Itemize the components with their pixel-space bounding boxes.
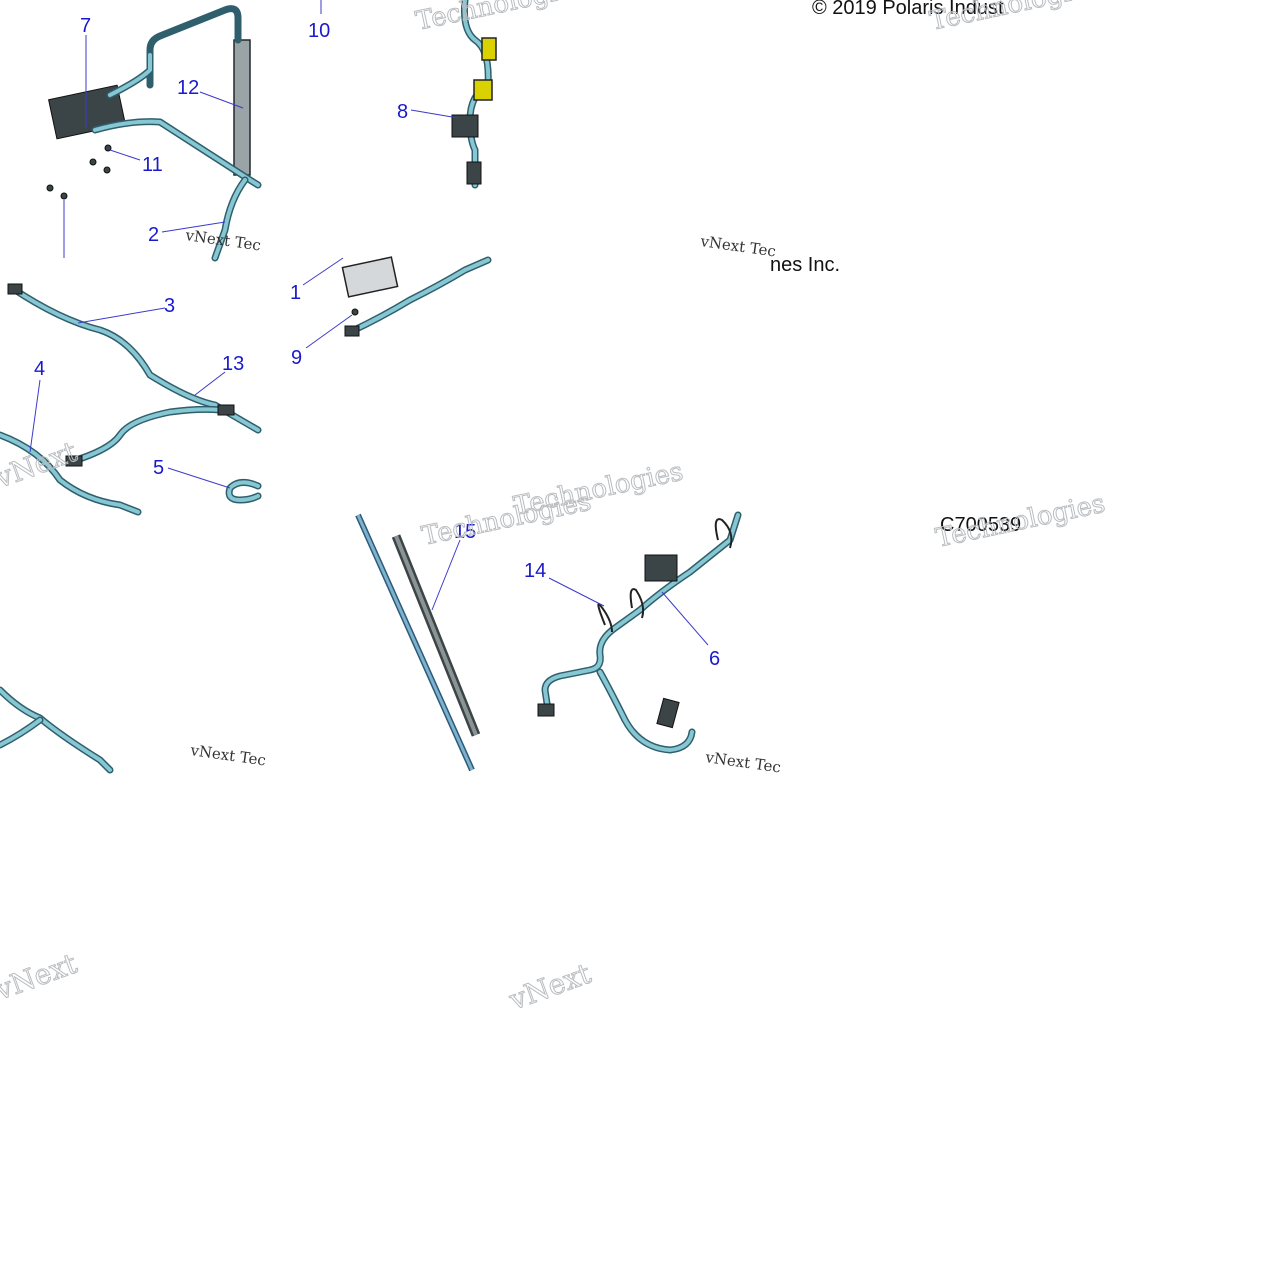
connector-part bbox=[217, 404, 235, 416]
roll-bar-upper-hose bbox=[146, 5, 242, 89]
tile-top-center: 8 Technologies bbox=[397, 0, 588, 189]
callout-10: 10 bbox=[308, 20, 330, 42]
watermark-small: vNext Tec bbox=[188, 741, 267, 770]
callout-8: 8 bbox=[397, 101, 408, 123]
tile-middle-left: 3 4 13 5 vNext bbox=[0, 283, 262, 516]
copyright-text-2: nes Inc. bbox=[770, 254, 840, 276]
callout-3: 3 bbox=[164, 295, 175, 317]
module-1-part bbox=[341, 256, 399, 298]
tile-bottom-center: 15 Technologies vNext bbox=[355, 486, 596, 1017]
tile-bottom-left: vNext Tec vNext bbox=[0, 686, 267, 1007]
callout-5: 5 bbox=[153, 457, 164, 479]
tile-middle-center: 1 9 Technologies bbox=[290, 256, 686, 522]
callout-2: 2 bbox=[148, 224, 159, 246]
module-8-part bbox=[451, 114, 479, 138]
copyright-text: © 2019 Polaris Indust bbox=[812, 0, 1004, 19]
callout-4: 4 bbox=[34, 358, 45, 380]
callout-7: 7 bbox=[80, 15, 91, 37]
connector-part bbox=[537, 703, 555, 717]
watermark-small: vNext Tec bbox=[703, 748, 782, 777]
watermark-tech: Technologies bbox=[927, 0, 1102, 37]
loop-part bbox=[629, 588, 645, 619]
watermark-small: vNext Tec bbox=[698, 232, 777, 261]
harness-6-hose bbox=[541, 511, 742, 714]
watermark-tech: Technologies bbox=[419, 487, 594, 552]
callout-9: 9 bbox=[291, 347, 302, 369]
connector-yellow-part bbox=[473, 79, 493, 101]
figure-code: C700539 bbox=[940, 514, 1021, 536]
module-6-part bbox=[644, 554, 678, 582]
watermark-tech: Technologies bbox=[933, 489, 1108, 554]
connector-yellow-part bbox=[481, 37, 497, 61]
callout-13: 13 bbox=[222, 353, 244, 375]
watermark-small: vNext Tec bbox=[183, 226, 262, 255]
harness-6-branch-hose bbox=[596, 668, 696, 754]
screw-part bbox=[46, 184, 54, 192]
watermark-big: vNext bbox=[0, 947, 82, 1007]
screw-part bbox=[60, 192, 68, 200]
callout-6: 6 bbox=[709, 648, 720, 670]
callout-14: 14 bbox=[524, 560, 546, 582]
tile-top-right: © 2019 Polaris Indust Technologies bbox=[812, 0, 1102, 37]
screw-part bbox=[89, 158, 97, 166]
callout-12: 12 bbox=[177, 77, 199, 99]
tile-top-left: 7 12 11 2 10 vNext Tec bbox=[46, 0, 330, 262]
loop-part bbox=[597, 603, 613, 633]
connector-part bbox=[65, 455, 83, 467]
watermark-big: vNext bbox=[504, 957, 596, 1017]
watermark-tech: Technologies bbox=[413, 0, 588, 37]
screw-part bbox=[103, 166, 111, 174]
connector-part bbox=[344, 325, 360, 337]
callout-11: 11 bbox=[142, 154, 163, 176]
callout-1: 1 bbox=[290, 282, 301, 304]
screw-part bbox=[351, 308, 359, 316]
sensor-part bbox=[656, 697, 680, 729]
loop-part bbox=[714, 518, 733, 549]
connector-part bbox=[466, 161, 482, 185]
nut-part bbox=[104, 144, 112, 152]
connector-part bbox=[7, 283, 23, 295]
callout-15: 15 bbox=[454, 521, 476, 543]
tile-bottom-right: 14 6 vNext Tec C700539 Technologies bbox=[524, 488, 1108, 777]
tile-middle-right: nes Inc. vNext Tec bbox=[698, 232, 840, 276]
